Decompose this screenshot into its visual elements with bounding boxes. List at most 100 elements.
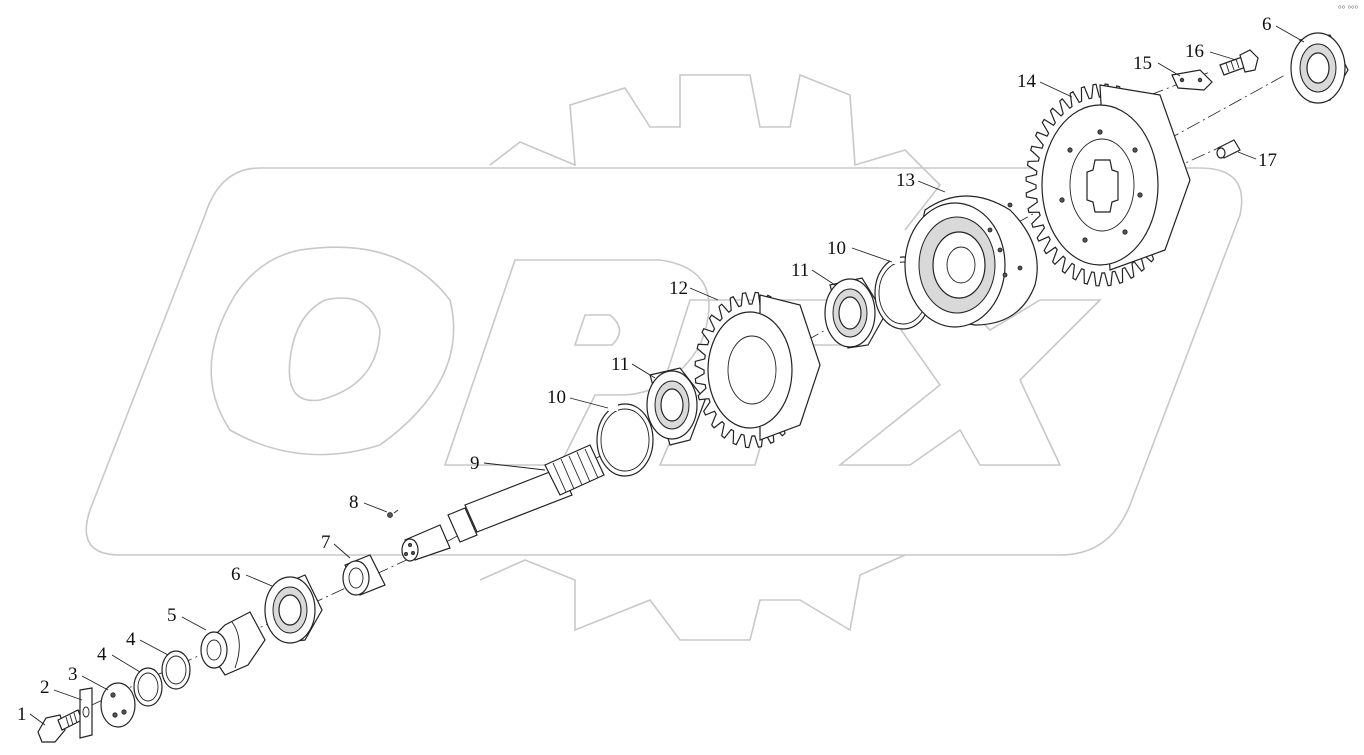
clutch-drum-hole [1007, 202, 1013, 208]
washer-hole [121, 709, 127, 715]
bushing-face [200, 631, 228, 669]
bearing-lower-bore [278, 594, 302, 626]
bolt-shank [57, 709, 83, 731]
leader-6b [1275, 25, 1305, 43]
retainer-washer-face [100, 682, 136, 728]
leader-10a [569, 397, 609, 409]
shaft-end-hole [407, 543, 412, 548]
spacer-face [342, 560, 370, 596]
callout-17: 17 [1258, 150, 1277, 171]
clutch-drum-hub [946, 246, 976, 284]
part-bolt [37, 709, 83, 743]
part-lock-plate [79, 687, 93, 739]
callout-4b: 4 [126, 629, 136, 650]
bearing-mid-lower-bore [660, 388, 684, 422]
large-gear-hole [1059, 197, 1065, 203]
callout-12: 12 [669, 278, 688, 299]
bearing-upper-bore [1306, 52, 1330, 84]
large-gear-hole [1082, 237, 1088, 243]
axis-line-lower [69, 539, 451, 716]
lock-plate-hole [82, 706, 90, 718]
clutch-drum-hole [1017, 265, 1023, 271]
leader-1 [29, 713, 46, 726]
watermark-gear-outline [479, 73, 942, 641]
part-retainer-washer [100, 682, 136, 728]
shaft-main [464, 467, 573, 533]
part-shaft [401, 444, 605, 562]
part-pin-small [387, 509, 399, 518]
lock-tab-body [1171, 69, 1213, 91]
callout-6a: 6 [231, 564, 241, 585]
large-gear-hole [1067, 147, 1073, 153]
spur-gear-face [707, 311, 793, 429]
leader-14 [1039, 81, 1073, 98]
part-bearing-mid-upper [824, 277, 886, 349]
part-bolt-upper [1219, 49, 1259, 76]
leader-8 [363, 502, 388, 513]
watermark-letter-o [210, 246, 455, 456]
leader-11a [631, 363, 656, 379]
leader-12 [689, 287, 719, 301]
bolt-thread [65, 712, 78, 728]
callout-3: 3 [68, 664, 78, 685]
large-gear-hub [1069, 138, 1135, 232]
leader-6a [245, 574, 273, 587]
lock-plate-body [79, 687, 93, 739]
callout-11a: 11 [611, 354, 629, 375]
shaft-end-hole [410, 551, 415, 556]
callout-1: 1 [17, 704, 27, 725]
leader-7 [333, 543, 351, 559]
leader-4b [139, 639, 169, 656]
part-bearing-lower [264, 574, 323, 644]
watermark-letter-t [658, 299, 872, 466]
callout-13: 13 [896, 170, 915, 191]
part-dowel-pin [1216, 139, 1241, 159]
part-clutch-drum [904, 195, 1038, 328]
callout-labels: 1 2 3 4 4 5 6 6 7 8 9 10 10 11 11 12 13 … [17, 14, 1277, 725]
shaft-end-hole [403, 552, 408, 557]
shim-inner [165, 655, 187, 685]
leader-13 [917, 180, 946, 193]
callout-11b: 11 [791, 260, 809, 281]
leader-17 [1237, 151, 1257, 160]
callout-15: 15 [1133, 53, 1152, 74]
watermark-letter-x [837, 299, 1102, 466]
leader-11b [811, 269, 836, 286]
spacer-bore [348, 567, 364, 589]
large-gear-hole [1097, 129, 1103, 135]
callout-2: 2 [40, 677, 50, 698]
snap-ring-lower-inner [600, 408, 650, 472]
dowel-pin-end [1216, 147, 1226, 159]
bearing-mid-upper-bore [838, 296, 862, 330]
part-shim-a [133, 667, 163, 707]
clutch-drum-hole [997, 247, 1003, 253]
callout-7: 7 [321, 532, 331, 553]
callout-5: 5 [167, 605, 177, 626]
clutch-drum-inner [932, 231, 986, 299]
part-bearing-upper [1290, 32, 1349, 104]
shaft-collar [447, 507, 478, 543]
part-snap-ring-lower [596, 402, 654, 477]
lock-tab-hole [1197, 77, 1203, 83]
leader-5 [181, 616, 207, 631]
large-gear-spline-bore [1086, 159, 1119, 213]
shaft-spline-teeth [552, 448, 599, 493]
bolt-upper-thread [1225, 58, 1240, 73]
snap-ring-lower-gap [608, 402, 618, 411]
large-gear-hole [1122, 229, 1128, 235]
spur-gear-bore [727, 335, 777, 405]
bushing-step [231, 621, 240, 669]
shaft-end-face [401, 538, 419, 562]
leader-10b [851, 247, 893, 263]
shim-inner [137, 672, 159, 702]
pin-small-body [393, 509, 399, 514]
clutch-drum-hole [1002, 272, 1008, 278]
part-lock-tab [1171, 69, 1213, 91]
leader-lines [29, 25, 1305, 726]
corner-mark: °° °°° [1338, 4, 1359, 14]
clutch-drum-hole [987, 227, 993, 233]
pin-small-head [387, 512, 393, 518]
large-gear-hole [1137, 192, 1143, 198]
